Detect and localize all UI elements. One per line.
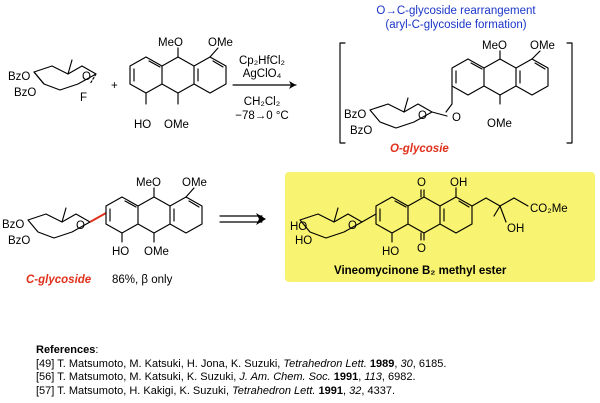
reference-item: [49] T. Matsumoto, M. Katsuki, H. Jona, … xyxy=(36,357,447,370)
reagent-line-3: CH₂Cl₂ xyxy=(244,96,280,108)
reagent-line-2: AgClO₄ xyxy=(243,68,282,80)
ho-label-1: HO xyxy=(134,119,151,131)
references-title: References xyxy=(36,344,96,356)
bzo-label-4: BzO xyxy=(350,125,372,137)
glycosyl-fluoride: BzO BzO O F xyxy=(8,59,97,104)
meo-label-1: MeO xyxy=(158,37,183,49)
vineomycinone-target: HO HO O O OH O HO OH CO₂Me Vineomycinone… xyxy=(285,172,595,282)
bracket-right xyxy=(566,42,573,144)
carbonyl-o-top: O xyxy=(417,177,426,189)
rearrangement-subtitle: (aryl-C-glycoside formation) xyxy=(385,19,526,31)
bzo-label-5: BzO xyxy=(2,219,24,231)
c-glycoside-label: C-glycoside xyxy=(26,274,92,286)
ome-label-6: OMe xyxy=(144,246,169,258)
o-glycoside-intermediate: MeO OMe OMe O BzO BzO O O-glycosie xyxy=(339,40,573,155)
reagent-line-1: Cp₂HfCl₂ xyxy=(239,55,285,67)
reaction-arrowhead-1 xyxy=(289,81,296,89)
ho-label-2: HO xyxy=(112,246,129,258)
ring-o-label-3: O xyxy=(76,220,85,232)
plus-sign: + xyxy=(111,80,118,92)
reagent-line-4: −78→0 °C xyxy=(235,110,289,122)
bzo-label-2: BzO xyxy=(14,87,36,99)
rearrangement-title: O→C-glycoside rearrangement xyxy=(376,5,536,17)
ome-label-1: OMe xyxy=(208,37,233,49)
references-section: References: [49] T. Matsumoto, M. Katsuk… xyxy=(36,344,596,398)
reference-item: [57] T. Matsumoto, H. Kakigi, K. Suzuki,… xyxy=(36,384,396,397)
ome-label-2: OMe xyxy=(164,119,189,131)
c-glycoside-product: BzO BzO O MeO OMe HO OMe C-glycoside 86%… xyxy=(2,177,207,286)
ring-o-label-1: O xyxy=(82,71,91,83)
meo-label-2: MeO xyxy=(482,40,507,52)
reference-item: [56] T. Matsumoto, M. Katsuki, K. Suzuki… xyxy=(36,371,416,383)
glycosidic-o-label: O xyxy=(452,112,461,124)
carbonyl-o-bottom: O xyxy=(417,243,426,255)
o-glycoside-label: O-glycosie xyxy=(390,143,449,155)
bracket-left xyxy=(339,42,346,144)
ome-label-5: OMe xyxy=(182,177,207,189)
fluoride-label: F xyxy=(80,92,87,104)
ho-label-3: HO xyxy=(290,221,307,233)
product-name: Vineomycinone B₂ methyl ester xyxy=(334,265,507,277)
ome-label-3: OMe xyxy=(530,40,555,52)
anthracene-reactant: MeO OMe HO OMe xyxy=(129,37,233,131)
ho-label-4: HO xyxy=(295,235,312,247)
meo-label-3: MeO xyxy=(136,177,161,189)
ring-o-label-4: O xyxy=(348,220,357,232)
oh-label-1: OH xyxy=(450,177,467,189)
bzo-label-1: BzO xyxy=(8,71,30,83)
ho-label-5: HO xyxy=(382,246,399,258)
yield-label: 86%, β only xyxy=(112,274,173,286)
bzo-label-6: BzO xyxy=(8,235,30,247)
oh-label-2: OH xyxy=(507,223,524,235)
c-c-glycosidic-bond xyxy=(89,212,107,223)
ome-label-4: OMe xyxy=(487,118,512,130)
multistep-arrow xyxy=(219,213,266,225)
bzo-label-3: BzO xyxy=(344,109,366,121)
reaction-conditions: Cp₂HfCl₂ AgClO₄ CH₂Cl₂ −78→0 °C xyxy=(232,55,297,122)
co2me-label: CO₂Me xyxy=(530,203,568,215)
ring-o-label-2: O xyxy=(418,110,427,122)
